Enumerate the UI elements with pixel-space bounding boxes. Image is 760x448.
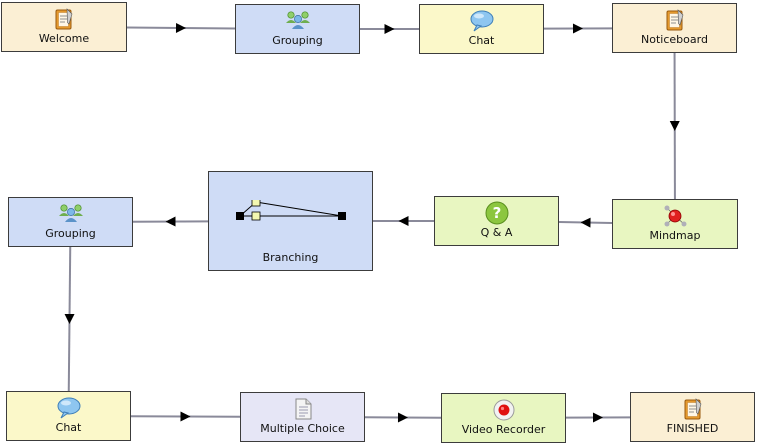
activity-welcome[interactable]: Welcome bbox=[1, 2, 127, 52]
activity-label: Welcome bbox=[38, 32, 90, 45]
question-icon: ? bbox=[485, 201, 509, 225]
activity-chat[interactable]: Chat bbox=[419, 4, 544, 54]
activity-label: Grouping bbox=[272, 34, 323, 47]
transition-arrow bbox=[384, 24, 395, 34]
notebook-icon bbox=[663, 8, 687, 32]
document-icon bbox=[291, 397, 315, 421]
transition-arrow bbox=[592, 412, 603, 423]
activity-label: Chat bbox=[468, 34, 495, 47]
transition-arrow bbox=[175, 22, 186, 33]
record-icon bbox=[492, 398, 516, 422]
activity-label: Grouping bbox=[45, 227, 96, 240]
people-group-icon bbox=[284, 8, 312, 32]
notebook-icon bbox=[681, 397, 705, 421]
people-group-icon bbox=[57, 201, 85, 225]
transition-arrow bbox=[669, 120, 680, 131]
transition-arrow bbox=[572, 23, 583, 34]
activity-label: Chat bbox=[55, 421, 82, 434]
transition-arrow bbox=[180, 411, 191, 422]
speech-bubble-icon bbox=[469, 9, 495, 33]
svg-text:?: ? bbox=[492, 204, 501, 222]
activity-multiple-choice[interactable]: Multiple Choice bbox=[240, 392, 365, 442]
activity-label: Multiple Choice bbox=[260, 422, 345, 435]
notebook-icon bbox=[52, 7, 76, 31]
activity-noticeboard[interactable]: Noticeboard bbox=[612, 3, 737, 53]
activity-label: Noticeboard bbox=[641, 33, 708, 46]
transition-arrow bbox=[64, 313, 75, 324]
activity-mindmap[interactable]: Mindmap bbox=[612, 199, 738, 249]
activity-label: FINISHED bbox=[666, 422, 719, 435]
mindmap-icon bbox=[662, 204, 688, 228]
activity-label: Mindmap bbox=[649, 229, 701, 242]
branching-icon bbox=[231, 197, 351, 228]
activity-label: Branching bbox=[262, 251, 319, 264]
activity-label: Q & A bbox=[480, 226, 513, 239]
transition-arrow bbox=[165, 216, 176, 227]
activity-label: Video Recorder bbox=[461, 423, 546, 436]
activity-q-and-a[interactable]: ? Q & A bbox=[434, 196, 559, 246]
transition-arrow bbox=[398, 216, 409, 226]
activity-chat[interactable]: Chat bbox=[6, 391, 131, 441]
activity-video-recorder[interactable]: Video Recorder bbox=[441, 393, 566, 443]
activity-grouping[interactable]: Grouping bbox=[8, 197, 133, 247]
activity-branching[interactable]: Branching bbox=[208, 171, 373, 271]
speech-bubble-icon bbox=[56, 396, 82, 420]
activity-grouping[interactable]: Grouping bbox=[235, 4, 360, 54]
transition-arrow bbox=[580, 217, 591, 228]
activity-finished[interactable]: FINISHED bbox=[630, 392, 755, 442]
transition-arrow bbox=[397, 412, 408, 423]
